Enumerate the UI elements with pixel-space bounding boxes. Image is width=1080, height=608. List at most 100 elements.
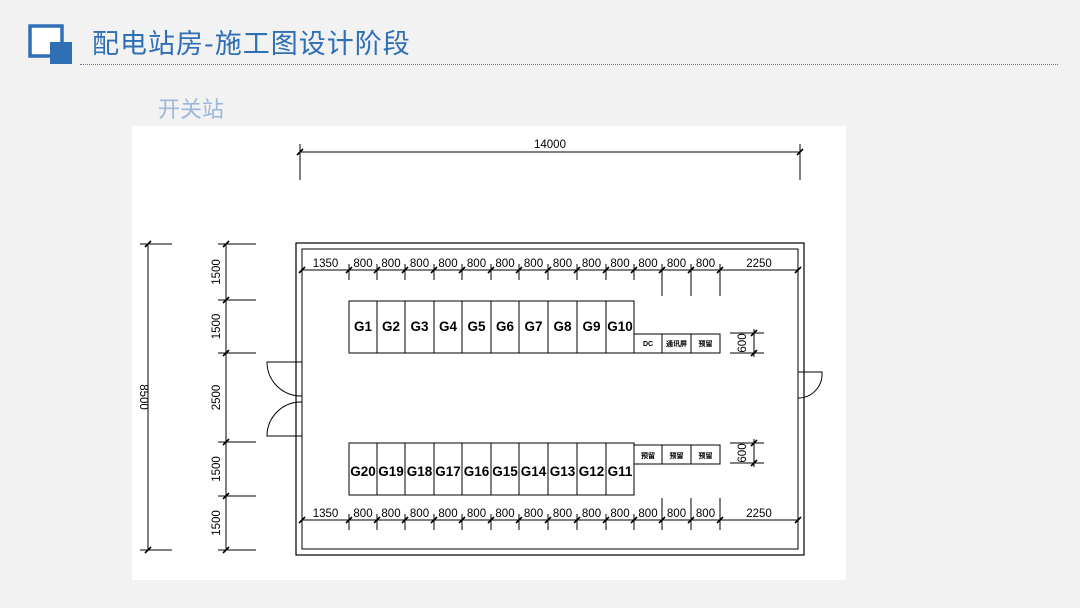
top-dim-label: 800 xyxy=(667,258,686,270)
cabinet-label: G3 xyxy=(410,319,429,334)
left-dim-tick xyxy=(222,546,230,554)
cabinet-g19 xyxy=(376,442,406,496)
left-dim-tick xyxy=(222,438,230,446)
cabinet-g3 xyxy=(404,300,435,354)
small-panel-label: 通讯屏 xyxy=(666,339,687,348)
top-dim-label: 800 xyxy=(438,258,457,270)
bottom-dim-tick xyxy=(544,516,552,524)
cabinet-label: G7 xyxy=(524,319,542,334)
cabinet-g13 xyxy=(547,442,578,496)
cabinet-label: G12 xyxy=(579,464,605,479)
left-dim-label: 1500 xyxy=(211,510,223,536)
right-door-icon xyxy=(797,371,823,399)
cabinet-g7 xyxy=(518,300,549,354)
bottom-dim-tick xyxy=(487,516,495,524)
depth-dim-tick xyxy=(750,459,758,467)
section-subtitle: 开关站 xyxy=(158,98,225,123)
left-dim-tick xyxy=(222,296,230,304)
top-dim-tick xyxy=(458,266,466,274)
cabinet-g10 xyxy=(605,300,635,354)
top-dim-label: 2250 xyxy=(746,258,772,270)
cabinet-label: G15 xyxy=(492,464,518,479)
top-dim-label: 800 xyxy=(582,258,601,270)
cabinet-g16 xyxy=(461,442,492,496)
top-dim-label: 800 xyxy=(467,258,486,270)
top-dim-tick xyxy=(602,266,610,274)
left-dim-tick xyxy=(222,240,230,248)
left-door-upper-icon xyxy=(266,361,303,397)
bottom-dim-tick xyxy=(401,516,409,524)
bottom-dim-label: 800 xyxy=(410,508,429,520)
bottom-dim-label: 800 xyxy=(467,508,486,520)
overall-width-label: 14000 xyxy=(534,139,566,151)
top-dim-tick xyxy=(515,266,523,274)
cabinet-label: G14 xyxy=(521,464,547,479)
small-panel xyxy=(690,444,721,465)
top-dim-tick xyxy=(430,266,438,274)
cabinet-label: G13 xyxy=(550,464,576,479)
top-dim-tick xyxy=(345,266,353,274)
depth-dim-tick xyxy=(750,349,758,357)
overall-height-tick xyxy=(144,240,152,248)
small-panel xyxy=(690,333,721,354)
cabinet-g12 xyxy=(576,442,607,496)
page-title: 配电站房-施工图设计阶段 xyxy=(92,29,411,60)
top-dim-label: 800 xyxy=(610,258,629,270)
title-divider xyxy=(80,64,1058,65)
bottom-dim-label: 800 xyxy=(381,508,400,520)
bottom-dim-tick xyxy=(373,516,381,524)
cabinet-g15 xyxy=(490,442,520,496)
top-dim-tick xyxy=(630,266,638,274)
cabinet-label: G2 xyxy=(382,319,400,334)
cabinet-label: G8 xyxy=(553,319,572,334)
bottom-dim-tick xyxy=(345,516,353,524)
left-door-lower-icon xyxy=(266,401,303,437)
bottom-dim-tick xyxy=(630,516,638,524)
cabinet-g18 xyxy=(404,442,435,496)
depth-dim-tick xyxy=(750,329,758,337)
top-dim-label: 800 xyxy=(381,258,400,270)
top-dim-tick xyxy=(373,266,381,274)
cabinet-g5 xyxy=(461,300,492,354)
top-dim-label: 800 xyxy=(553,258,572,270)
bottom-dim-label: 800 xyxy=(582,508,601,520)
bottom-dim-tick xyxy=(430,516,438,524)
cabinet-label: G6 xyxy=(496,319,515,334)
cabinet-g2 xyxy=(376,300,406,354)
overall-height-label: 8500 xyxy=(137,384,149,410)
left-dim-label: 1500 xyxy=(211,314,223,340)
overall-width-tick xyxy=(296,148,304,156)
cabinet-label: G9 xyxy=(582,319,600,334)
cabinet-g4 xyxy=(433,300,463,354)
depth-dim-label: 600 xyxy=(737,443,749,462)
top-dim-label: 800 xyxy=(696,258,715,270)
cabinet-label: G4 xyxy=(439,319,458,334)
left-dim-tick xyxy=(222,349,230,357)
building-outer-wall xyxy=(295,242,805,556)
cabinet-label: G19 xyxy=(378,464,404,479)
top-dim-label: 1350 xyxy=(313,258,339,270)
bottom-dim-tick xyxy=(515,516,523,524)
top-dim-tick xyxy=(687,266,695,274)
small-panel-label: 预留 xyxy=(699,339,713,348)
overall-height-tick xyxy=(144,546,152,554)
logo-icon xyxy=(28,24,76,68)
top-dim-tick xyxy=(544,266,552,274)
top-dim-label: 800 xyxy=(495,258,514,270)
overall-width-tick xyxy=(796,148,804,156)
bottom-dim-label: 800 xyxy=(495,508,514,520)
cabinet-g6 xyxy=(490,300,520,354)
cabinet-label: G16 xyxy=(464,464,490,479)
top-dim-tick xyxy=(794,266,802,274)
depth-dim-tick xyxy=(750,439,758,447)
top-dim-tick xyxy=(298,266,306,274)
bottom-dim-tick xyxy=(458,516,466,524)
top-dim-label: 800 xyxy=(638,258,657,270)
left-dim-tick xyxy=(222,492,230,500)
top-dim-tick xyxy=(573,266,581,274)
left-dim-label: 2500 xyxy=(211,385,223,411)
cabinet-g17 xyxy=(433,442,463,496)
cabinet-label: G10 xyxy=(607,319,633,334)
